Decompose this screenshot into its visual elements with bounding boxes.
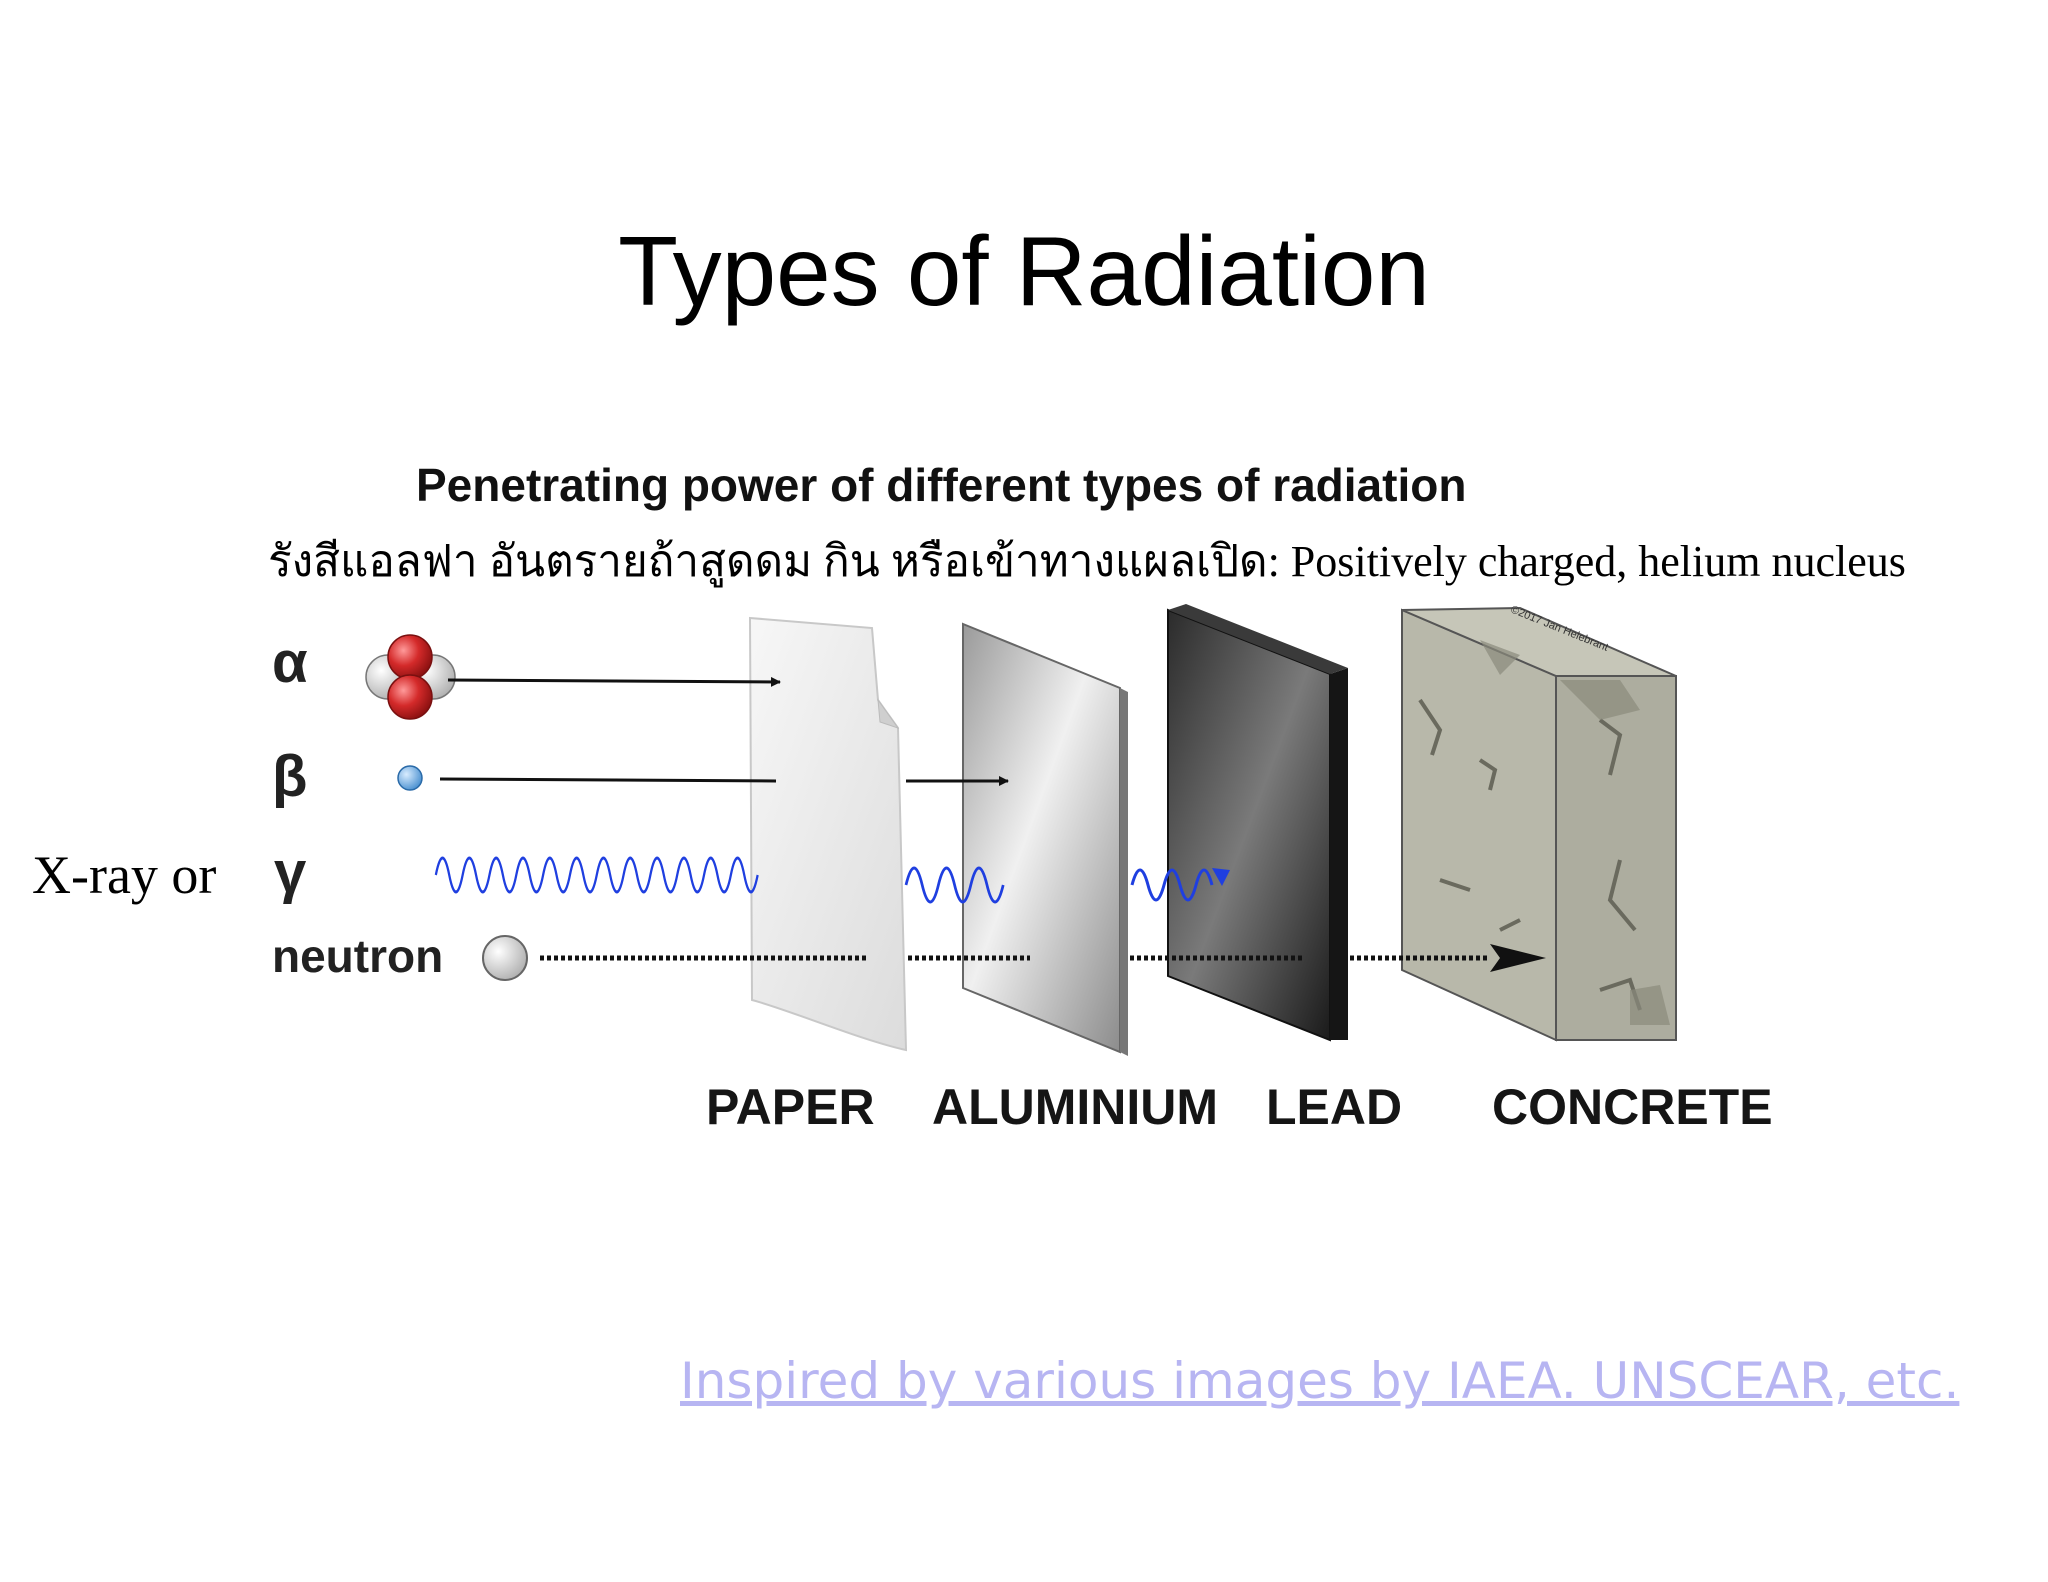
beta-symbol: β: [272, 744, 307, 809]
gamma-arrow-tip: [1212, 868, 1230, 886]
gamma-prefix-label: X-ray or: [32, 845, 217, 905]
alpha-particle-icon: [365, 634, 456, 720]
neutron-particle-icon: [482, 935, 528, 981]
alpha-arrow: [447, 676, 781, 687]
neutron-arrow-head: [1490, 944, 1546, 972]
gamma-wave-3: [1130, 868, 1214, 902]
label-paper: PAPER: [706, 1079, 875, 1135]
beta-line: [439, 777, 777, 783]
gamma-wave-1: [434, 856, 759, 894]
diagram-subtitle: Penetrating power of different types of …: [416, 459, 1467, 511]
gamma-wave-2: [904, 866, 1005, 904]
lead-sheet: [1167, 604, 1348, 1042]
label-concrete: CONCRETE: [1492, 1079, 1773, 1135]
label-aluminium: ALUMINIUM: [932, 1079, 1218, 1135]
credit-link[interactable]: Inspired by various images by IAEA. UNSC…: [680, 1352, 1960, 1410]
beta-particle-icon: [397, 765, 423, 791]
paper-sheet: [748, 616, 908, 1052]
label-lead: LEAD: [1266, 1079, 1402, 1135]
alpha-note: รังสีแอลฟา อันตรายถ้าสูดดม กิน หรือเข้าท…: [268, 537, 1906, 586]
page-title: Types of Radiation: [618, 216, 1430, 326]
concrete-block: ©2017 Jan Helebrant: [1401, 604, 1677, 1042]
neutron-label: neutron: [272, 930, 443, 982]
alpha-symbol: α: [272, 630, 308, 695]
aluminium-sheet: [962, 622, 1128, 1056]
gamma-symbol: γ: [274, 840, 307, 905]
